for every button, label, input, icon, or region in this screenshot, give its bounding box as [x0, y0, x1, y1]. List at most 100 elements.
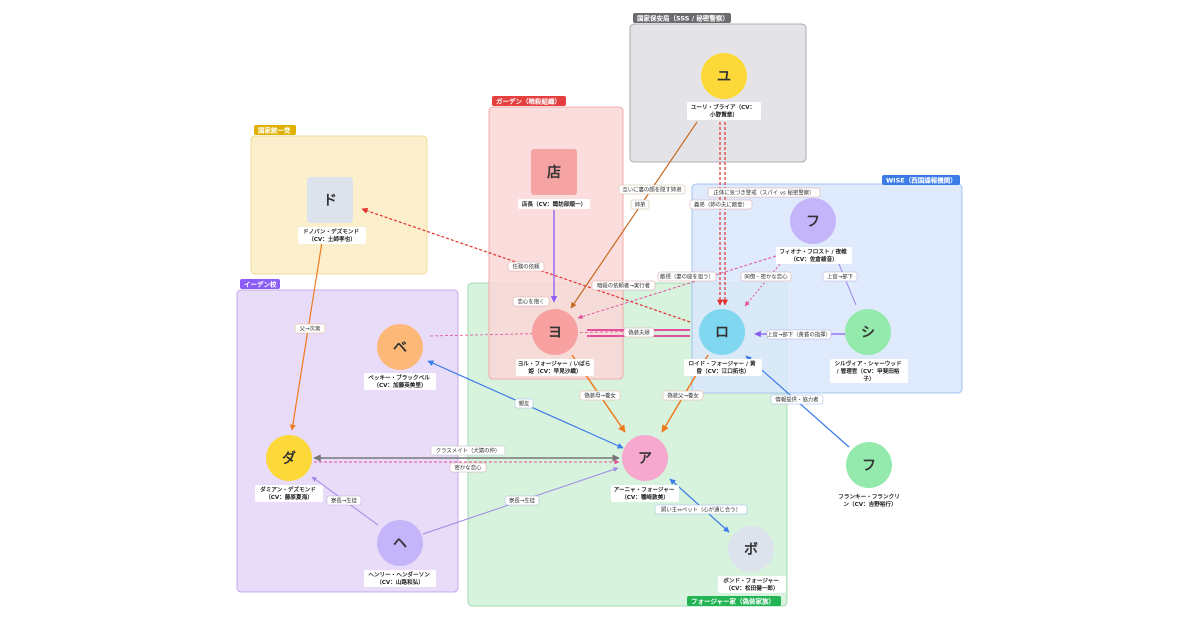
- edge-label: 寮長→生徒: [504, 495, 540, 506]
- node-franky[interactable]: フ フランキー・フランクリ ン（CV：吉野裕行）: [834, 442, 906, 509]
- node-glyph: ロ: [715, 325, 729, 341]
- edge-donovan-damian: [289, 241, 323, 431]
- group-garden: ガーデン（暗殺組織）: [488, 96, 624, 380]
- node-loid[interactable]: ロ ロイド・フォージャー / 黄 昏（CV：江口拓也）: [684, 309, 762, 376]
- svg-text:寮長→生徒: 寮長→生徒: [331, 497, 358, 505]
- node-glyph: フ: [862, 458, 876, 474]
- node-label: ユーリ・ブライア（CV： 小野賢章）: [691, 103, 757, 119]
- node-label-bg: [776, 247, 852, 264]
- node-circle: [532, 309, 578, 355]
- svg-text:情報提供・協力者: 情報提供・協力者: [775, 396, 819, 404]
- svg-text:暗殺の依頼者→実行者: 暗殺の依頼者→実行者: [597, 282, 651, 290]
- node-label-bg: [298, 227, 366, 244]
- edge-yor-donovan: [361, 207, 691, 323]
- node-circle: [699, 309, 745, 355]
- node-circle: [728, 526, 774, 572]
- group-box: [236, 289, 459, 593]
- node-glyph: ベ: [393, 340, 407, 356]
- svg-text:親友: 親友: [519, 400, 530, 408]
- group-tag: [687, 596, 781, 606]
- node-label: シルヴィア・シャーウッド / 管理官（CV：甲斐田裕 子）: [834, 360, 903, 383]
- svg-text:義弟（姉の夫に敵意）: 義弟（姉の夫に敵意）: [694, 201, 748, 209]
- edge-label: 偽装父→養女: [662, 390, 704, 401]
- edge-label: 正体に気づき警戒（スパイ vs 秘密警察）: [707, 187, 821, 198]
- edge-label: クラスメイト（犬猿の仲）: [430, 445, 506, 456]
- svg-text:上官→部下: 上官→部下: [827, 273, 854, 281]
- svg-text:姉弟: 姉弟: [635, 201, 646, 209]
- edge-label: 密かな恋心: [449, 462, 487, 473]
- svg-text:父→次男: 父→次男: [300, 325, 321, 333]
- group-eden-college: イーデン校: [236, 279, 459, 593]
- node-label: ドノバン・デズモンド （CV：土師孝也）: [303, 228, 361, 244]
- node-label-bg: [518, 199, 590, 209]
- edge-label: 上官→部下（黄昏の指揮）: [766, 329, 832, 340]
- node-bond[interactable]: ボ ボンド・フォージャー （CV：松田健一郎）: [718, 526, 786, 593]
- node-fiona[interactable]: フ フィオナ・フロスト / 夜帷 （CV：佐倉綾音）: [776, 198, 852, 264]
- svg-text:偽装父→養女: 偽装父→養女: [667, 392, 699, 400]
- node-circle: [622, 435, 668, 481]
- node-circle: [377, 324, 423, 370]
- edge-label: 任務の依頼: [507, 261, 545, 272]
- group-label: イーデン校: [244, 280, 277, 289]
- node-label-bg: [834, 492, 906, 509]
- node-label-bg: [718, 576, 786, 593]
- node-label: フィオナ・フロスト / 夜帷 （CV：佐倉綾音）: [779, 248, 848, 264]
- node-label-bg: [684, 359, 762, 376]
- node-henry[interactable]: ヘ ヘンリー・ヘンダーソン （CV：山路和弘）: [364, 520, 436, 587]
- edge-labels: 正体に気づき警戒（スパイ vs 秘密警察） 義弟（姉の夫に敵意） 互いに裏の顔を…: [294, 184, 858, 515]
- node-label-bg: [516, 359, 594, 376]
- node-glyph: ユ: [717, 69, 731, 85]
- edge-label: 偽装母→養女: [579, 390, 621, 401]
- edge-label: 互いに裏の顔を隠す姉弟: [618, 184, 686, 195]
- node-square: [531, 149, 577, 195]
- node-glyph: ボ: [744, 542, 758, 558]
- node-label-bg: [830, 359, 908, 383]
- svg-text:任務の依頼: 任務の依頼: [513, 263, 541, 271]
- node-label: ベッキー・ブラックベル （CV：加藤英美里）: [368, 374, 432, 390]
- edge-label: 恋心を抱く: [512, 296, 550, 307]
- node-yor[interactable]: ヨ ヨル・フォージャー / いばら 姫（CV：早見沙織）: [516, 309, 594, 376]
- svg-text:偽装夫婦: 偽装夫婦: [628, 329, 650, 337]
- node-circle: [377, 520, 423, 566]
- edge-label: 姉弟: [630, 199, 650, 210]
- node-donovan[interactable]: ド ドノバン・デズモンド （CV：土師孝也）: [298, 177, 366, 244]
- edge-label: 同僚・密かな恋心: [740, 271, 792, 282]
- node-glyph: ア: [638, 451, 652, 467]
- group-label: WISE（西国諜報機関）: [886, 176, 957, 185]
- node-glyph: ヨ: [548, 325, 562, 341]
- edge-label: 義弟（姉の夫に敵意）: [689, 199, 753, 210]
- group-wise: WISE（西国諜報機関）: [691, 175, 963, 394]
- node-glyph: ダ: [282, 450, 296, 467]
- node-label: ヘンリー・ヘンダーソン （CV：山路和弘）: [368, 571, 432, 587]
- group-label: フォージャー家（偽装家族）: [691, 597, 775, 606]
- edge-label: 親友: [514, 398, 534, 409]
- node-label-bg: [364, 570, 436, 587]
- node-label-bg: [364, 373, 436, 390]
- svg-text:クラスメイト（犬猿の仲）: クラスメイト（犬猿の仲）: [436, 447, 501, 455]
- node-damian[interactable]: ダ ダミアン・デズモンド （CV：藤原夏海）: [255, 435, 323, 502]
- group-label: 国家統一党: [258, 126, 291, 135]
- group-tag: [240, 279, 280, 289]
- node-label: ダミアン・デズモンド （CV：藤原夏海）: [260, 486, 318, 502]
- edge-label: 情報提供・協力者: [770, 394, 824, 405]
- node-glyph: シ: [861, 325, 875, 341]
- svg-text:同僚・密かな恋心: 同僚・密かな恋心: [744, 273, 788, 281]
- node-tencho[interactable]: 店 店長（CV：諏訪部順一）: [518, 149, 590, 209]
- node-circle: [846, 442, 892, 488]
- node-becky[interactable]: ベ ベッキー・ブラックベル （CV：加藤英美里）: [364, 324, 436, 390]
- group-tag: [492, 96, 566, 106]
- node-sylvia[interactable]: シ シルヴィア・シャーウッド / 管理官（CV：甲斐田裕 子）: [830, 309, 908, 383]
- group-label: ガーデン（暗殺組織）: [496, 97, 561, 106]
- edge-fiona-yor: [577, 249, 796, 320]
- group-tag: [633, 13, 731, 23]
- node-yuri[interactable]: ユ ユーリ・ブライア（CV： 小野賢章）: [687, 53, 761, 120]
- node-label: 店長（CV：諏訪部順一）: [521, 200, 586, 208]
- edge-label: 敵視（妻の座を狙う）: [657, 271, 717, 282]
- node-anya[interactable]: ア アーニャ・フォージャー （CV：種﨑敦美）: [611, 435, 679, 502]
- node-label-bg: [255, 485, 323, 502]
- group-box: [691, 183, 963, 394]
- svg-text:上官→部下（黄昏の指揮）: 上官→部下（黄昏の指揮）: [767, 331, 831, 339]
- edge-label: 上官→部下: [822, 271, 858, 282]
- node-square: [307, 177, 353, 223]
